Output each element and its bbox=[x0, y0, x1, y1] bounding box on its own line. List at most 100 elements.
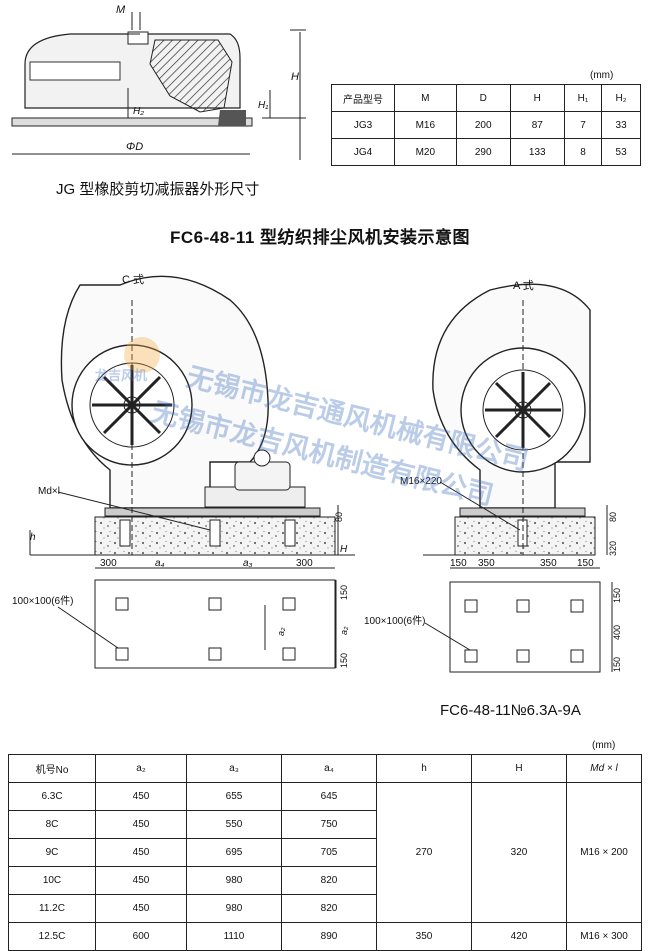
c-h-label: h bbox=[30, 532, 36, 543]
table-cell: 6.3C bbox=[8, 782, 96, 811]
a-style-label: A 式 bbox=[513, 279, 534, 292]
c-inner-a2: a₂ bbox=[276, 627, 286, 636]
table-cell: 8 bbox=[563, 138, 603, 166]
a-dim-320: 320 bbox=[608, 541, 618, 556]
table-cell: M16 bbox=[394, 111, 457, 139]
jg-dim-m-label: M bbox=[116, 4, 126, 16]
c-style-fan-drawing bbox=[29, 275, 355, 669]
table-cell: M16 × 300 bbox=[566, 922, 642, 951]
a-style-pads bbox=[464, 599, 584, 663]
table-row: 9C 450 695 705 bbox=[8, 838, 642, 867]
merged-md-cell: M16 × 200 bbox=[566, 782, 642, 923]
table-row: 6.3C 450 655 645 270 320 M16 × 200 bbox=[8, 782, 642, 923]
table-cell: M20 bbox=[394, 138, 457, 166]
table-cell: 11.2C bbox=[8, 894, 96, 923]
a-side-dim-2: 400 bbox=[612, 625, 622, 640]
table-cell: 420 bbox=[471, 922, 567, 951]
table-cell: 1110 bbox=[186, 922, 282, 951]
jg-unit-label: (mm) bbox=[590, 70, 614, 81]
table-cell: 645 bbox=[281, 782, 377, 811]
table-cell: 33 bbox=[601, 111, 641, 139]
jg-header-h2: H₂ bbox=[601, 84, 641, 112]
a-dim-80: 80 bbox=[608, 512, 618, 522]
a-plan-dim-1: 150 bbox=[450, 558, 467, 569]
table-cell: 450 bbox=[95, 782, 187, 811]
jg-dim-d-label: ΦD bbox=[126, 141, 143, 153]
a-style-fan-drawing bbox=[423, 283, 613, 673]
table-cell: 290 bbox=[455, 138, 511, 166]
table-cell: 7 bbox=[563, 111, 603, 139]
c-plan-dim-4: 300 bbox=[296, 558, 313, 569]
table-cell: 133 bbox=[509, 138, 565, 166]
table-cell: 87 bbox=[509, 111, 565, 139]
c-bolt-label: Md×l bbox=[38, 486, 60, 497]
c-plan-dim-2: a₄ bbox=[155, 558, 165, 569]
table-cell: 450 bbox=[95, 894, 187, 923]
c-style-label: C 式 bbox=[122, 273, 144, 286]
table-cell: 980 bbox=[186, 894, 282, 923]
jg-isolator-drawing bbox=[11, 12, 306, 160]
jg-header-h: H bbox=[509, 84, 565, 112]
jg-dim-h-label: H bbox=[291, 71, 299, 83]
table-cell: 980 bbox=[186, 866, 282, 895]
model-label: FC6-48-11№6.3A-9A bbox=[440, 702, 581, 719]
table-row: 12.5C 600 1110 890 350 420 M16 × 300 bbox=[8, 922, 642, 951]
header-H: H bbox=[471, 754, 567, 783]
c-side-dim-1: 150 bbox=[339, 585, 349, 600]
main-unit-label: (mm) bbox=[592, 740, 616, 751]
jg-caption: JG 型橡胶剪切减振器外形尺寸 bbox=[56, 181, 260, 198]
watermark-badge: 龙吉风机 bbox=[95, 368, 147, 384]
c-H-label: H bbox=[340, 544, 348, 555]
header-h: h bbox=[376, 754, 472, 783]
table-cell: 9C bbox=[8, 838, 96, 867]
jg-header-h1: H₁ bbox=[563, 84, 603, 112]
table-cell: 8C bbox=[8, 810, 96, 839]
table-cell: 705 bbox=[281, 838, 377, 867]
jg-header-d: D bbox=[455, 84, 511, 112]
jg-table-header-row: 产品型号 M D H H₁ H₂ bbox=[331, 84, 641, 112]
c-side-dim-2: a₂ bbox=[339, 626, 349, 635]
c-plan-dim-3: a₃ bbox=[243, 558, 253, 569]
a-plan-dim-4: 150 bbox=[577, 558, 594, 569]
a-plan-dim-2: 350 bbox=[478, 558, 495, 569]
table-cell: 890 bbox=[281, 922, 377, 951]
jg-spec-table: 产品型号 M D H H₁ H₂ JG3 M16 200 87 7 33 JG4… bbox=[331, 84, 641, 166]
table-cell: 655 bbox=[186, 782, 282, 811]
header-a3: a₃ bbox=[186, 754, 282, 783]
c-plan-dim-1: 300 bbox=[100, 558, 117, 569]
a-plan-dim-3: 350 bbox=[540, 558, 557, 569]
table-row: JG3 M16 200 87 7 33 bbox=[331, 111, 641, 139]
table-cell: 10C bbox=[8, 866, 96, 895]
table-cell: 750 bbox=[281, 810, 377, 839]
table-cell: 450 bbox=[95, 810, 187, 839]
jg-dim-h2-label: H₂ bbox=[133, 106, 144, 117]
table-cell: 820 bbox=[281, 866, 377, 895]
page-title: FC6-48-11 型纺织排尘风机安装示意图 bbox=[170, 228, 471, 247]
jg-dim-h1-label: H₁ bbox=[258, 100, 268, 111]
c-pad-label: 100×100(6件) bbox=[12, 595, 73, 607]
dimension-table: 机号No a₂ a₃ a₄ h H Md × l 6.3C 450 655 64… bbox=[8, 754, 642, 951]
table-cell: 350 bbox=[376, 922, 472, 951]
table-cell: 12.5C bbox=[8, 922, 96, 951]
a-bolt-label: M16×220 bbox=[400, 476, 442, 487]
header-machine-no: 机号No bbox=[8, 754, 96, 783]
table-cell: 450 bbox=[95, 838, 187, 867]
c-style-pads bbox=[115, 597, 296, 661]
table-row: JG4 M20 290 133 8 53 bbox=[331, 138, 641, 166]
a-pad-label: 100×100(6件) bbox=[364, 615, 425, 627]
header-a4: a₄ bbox=[281, 754, 377, 783]
table-header-row: 机号No a₂ a₃ a₄ h H Md × l bbox=[8, 754, 642, 783]
table-cell: 200 bbox=[455, 111, 511, 139]
header-a2: a₂ bbox=[95, 754, 187, 783]
merged-H-cell: 320 bbox=[471, 782, 567, 923]
table-cell: 53 bbox=[601, 138, 641, 166]
a-side-dim-3: 150 bbox=[612, 657, 622, 672]
a-side-dim-1: 150 bbox=[612, 588, 622, 603]
table-cell: 450 bbox=[95, 866, 187, 895]
table-cell: 550 bbox=[186, 810, 282, 839]
c-side-dim-3: 150 bbox=[339, 653, 349, 668]
table-cell: 695 bbox=[186, 838, 282, 867]
c-dim-80: 80 bbox=[334, 512, 344, 522]
table-row: 10C 450 980 820 bbox=[8, 866, 642, 895]
